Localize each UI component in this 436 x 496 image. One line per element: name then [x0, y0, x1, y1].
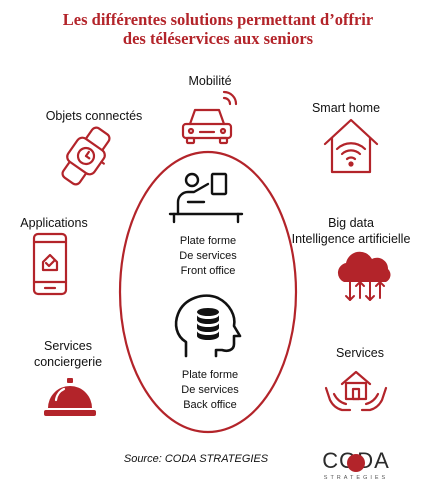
back-line-3: Back office [183, 399, 237, 411]
smarthome-label: Smart home [311, 101, 381, 115]
diagram-title: Les différentes solutions permettant d’o… [0, 10, 436, 48]
desk-agent-icon [168, 172, 244, 224]
house-in-hands-icon [324, 370, 388, 412]
head-database-icon [174, 294, 242, 358]
front-line-3: Front office [180, 265, 236, 277]
bigdata-label: Big data Intelligence artificielle [276, 215, 426, 247]
coda-logo: CODA STRATEGIES [308, 448, 404, 488]
service-bell-icon [44, 378, 96, 416]
back-office-label: Plate forme De services Back office [150, 368, 270, 413]
services-label: Services [336, 346, 384, 360]
logo-mark [347, 454, 365, 472]
back-line-2: De services [181, 384, 239, 396]
smartwatch-icon [61, 126, 111, 186]
mobilite-label: Mobilité [188, 74, 232, 88]
front-office-label: Plate forme De services Front office [148, 234, 268, 279]
objets-label: Objets connectés [45, 109, 143, 123]
title-line-2: des téléservices aux seniors [122, 29, 314, 48]
title-line-1: Les différentes solutions permettant d’o… [62, 10, 374, 29]
bigdata-line-1: Big data [328, 216, 374, 230]
conciergerie-line-2: conciergerie [33, 355, 103, 369]
front-line-1: Plate forme [179, 235, 237, 247]
conciergerie-line-1: Services [44, 339, 92, 353]
front-line-2: De services [179, 250, 237, 262]
applications-label: Applications [20, 216, 88, 230]
smartphone-icon [32, 232, 68, 296]
logo-subtitle: STRATEGIES [323, 475, 389, 481]
source-caption: Source: CODA STRATEGIES [123, 453, 269, 465]
smart-home-icon [323, 118, 379, 174]
cloud-data-icon [337, 251, 391, 301]
conciergerie-label: Services conciergerie [20, 338, 116, 370]
bigdata-line-2: Intelligence artificielle [291, 232, 411, 246]
car-icon [181, 90, 238, 145]
back-line-1: Plate forme [181, 369, 239, 381]
